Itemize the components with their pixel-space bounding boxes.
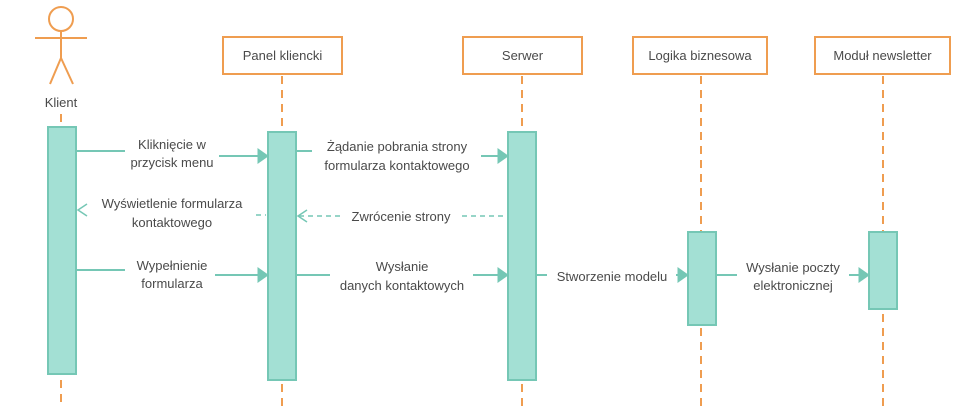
arrow-head-icon — [257, 267, 269, 283]
message-klikniecie: Kliknięcie w przycisk menu — [77, 137, 269, 170]
message-stworzenie-modelu: Stworzenie modelu — [537, 267, 689, 284]
actor-head-icon — [48, 6, 74, 32]
participant-label: Logika biznesowa — [648, 48, 752, 63]
activation-panel-kliencki — [267, 131, 297, 381]
actor-klient: Klient — [35, 6, 87, 110]
participant-box — [632, 36, 768, 75]
arrow-head-icon — [497, 267, 509, 283]
activation-modul-newsletter — [868, 231, 898, 310]
message-label: Wysłanie poczty — [746, 260, 840, 275]
participant-panel-kliencki: Panel kliencki — [222, 36, 343, 75]
participant-box — [222, 36, 343, 75]
arrow-head-icon — [858, 267, 870, 283]
activation-klient — [47, 126, 77, 375]
arrow-open-icon — [76, 203, 88, 217]
message-label: Kliknięcie w — [138, 137, 207, 152]
participant-box — [814, 36, 951, 75]
message-wyslanie-poczty: Wysłanie poczty elektronicznej — [717, 260, 870, 293]
actor-leg-left — [49, 57, 62, 85]
participant-logika-biznesowa: Logika biznesowa — [632, 36, 768, 75]
participant-label: Serwer — [502, 48, 544, 63]
arrow-head-icon — [497, 148, 509, 164]
message-label: formularza kontaktowego — [324, 158, 469, 173]
message-label: Wypełnienie — [137, 258, 208, 273]
message-zwrocenie-strony: Zwrócenie strony — [296, 209, 506, 224]
message-label: Żądanie pobrania strony — [327, 139, 468, 154]
participant-box — [462, 36, 583, 75]
message-label: Zwrócenie strony — [352, 209, 451, 224]
message-zadanie-pobrania: Żądanie pobrania strony formularza konta… — [297, 139, 509, 173]
message-label: kontaktowego — [132, 215, 212, 230]
message-label: przycisk menu — [130, 155, 213, 170]
message-label: formularza — [141, 276, 203, 291]
message-label: danych kontaktowych — [340, 278, 464, 293]
arrow-head-icon — [257, 148, 269, 164]
message-label: elektronicznej — [753, 278, 833, 293]
participant-serwer: Serwer — [462, 36, 583, 75]
participant-label: Panel kliencki — [243, 48, 323, 63]
actor-label: Klient — [45, 95, 78, 110]
message-label: Wysłanie — [376, 259, 429, 274]
message-label: Wyświetlenie formularza — [102, 196, 244, 211]
arrow-head-icon — [677, 267, 689, 283]
message-wyswietlenie-formularza: Wyświetlenie formularza kontaktowego — [76, 196, 266, 230]
message-wypelnienie-formularza: Wypełnienie formularza — [77, 258, 269, 291]
participant-modul-newsletter: Moduł newsletter — [814, 36, 951, 75]
actor-leg-right — [60, 57, 74, 85]
arrow-open-icon — [296, 209, 308, 223]
participant-label: Moduł newsletter — [833, 48, 932, 63]
activation-serwer — [507, 131, 537, 381]
message-wyslanie-danych: Wysłanie danych kontaktowych — [297, 259, 509, 293]
activation-logika-biznesowa — [687, 231, 717, 326]
message-label: Stworzenie modelu — [557, 269, 668, 284]
